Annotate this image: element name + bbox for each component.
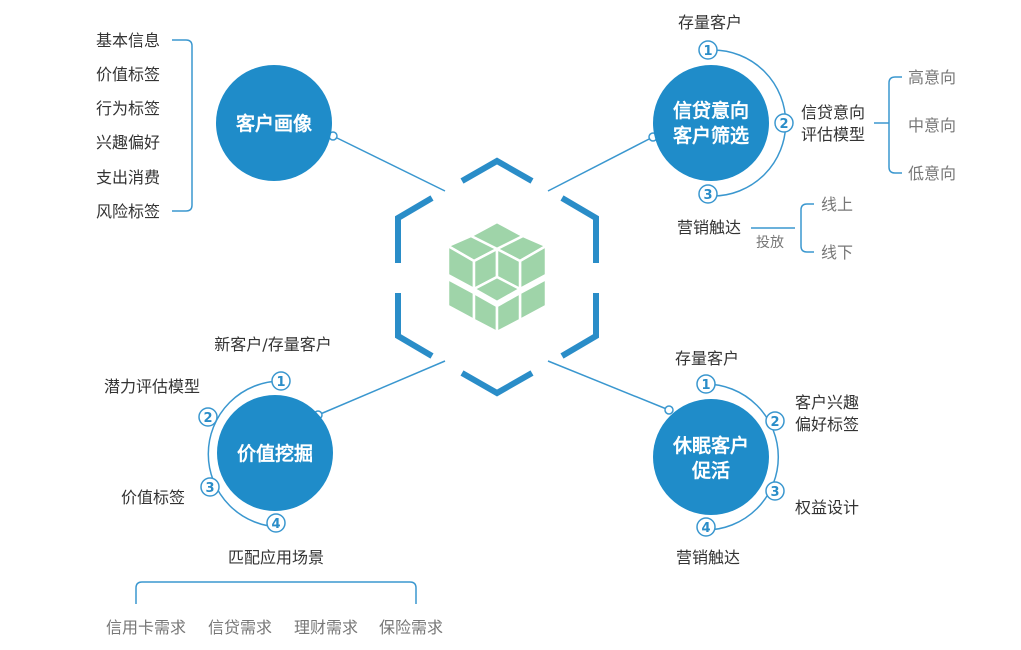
value-step-number: 2 xyxy=(203,411,212,426)
dormant-step-badge xyxy=(765,481,785,501)
dormant-step-label: 存量客户 xyxy=(675,349,739,368)
portrait-item: 行为标签 xyxy=(96,99,160,118)
dormant-step-number: 4 xyxy=(701,521,710,536)
dormant-step-badge xyxy=(765,411,785,431)
credit-step-label-line2: 评估模型 xyxy=(801,125,865,144)
dormant-step-number: 3 xyxy=(770,485,779,500)
dormant-step-number: 1 xyxy=(701,378,710,393)
scenario-item: 信用卡需求 xyxy=(106,618,186,637)
node-dormant-circle xyxy=(653,399,769,515)
node-credit-title-line1: 信贷意向 xyxy=(673,99,749,122)
portrait-items-bracket xyxy=(172,39,193,212)
intent-level: 低意向 xyxy=(908,164,956,183)
node-dormant-title-line2: 促活 xyxy=(691,459,730,482)
value-step-badge xyxy=(271,371,291,391)
hex-edge-bottom xyxy=(460,370,534,397)
value-ring-arc xyxy=(207,380,282,528)
credit-step-label-line1: 信贷意向 xyxy=(801,103,865,122)
node-portrait-circle xyxy=(216,65,332,181)
cube-stack-icon xyxy=(446,220,548,334)
node-portrait: 客户画像 基本信息 价值标签 行为标签 兴趣偏好 支出消费 风险标签 xyxy=(96,31,332,221)
node-dormant: 休眠客户 促活 1 存量客户 2 客户兴趣 偏好标签 3 权益设计 4 营销触达 xyxy=(653,349,859,567)
credit-step-badge xyxy=(774,113,794,133)
intent-levels-bracket xyxy=(888,76,902,174)
dormant-step-label: 权益设计 xyxy=(795,498,859,517)
value-step-label: 匹配应用场景 xyxy=(228,548,324,567)
node-value-circle xyxy=(217,395,333,511)
dormant-step-number: 2 xyxy=(770,415,779,430)
credit-step-label: 营销触达 xyxy=(677,218,741,237)
value-step-number: 4 xyxy=(271,517,280,532)
node-credit-title-line2: 客户筛选 xyxy=(673,124,749,147)
dormant-step-label-line2: 偏好标签 xyxy=(795,415,859,434)
dormant-step-badge xyxy=(696,374,716,394)
credit-step-number: 1 xyxy=(703,44,712,59)
node-dormant-title-line1: 休眠客户 xyxy=(672,434,749,457)
scenario-item: 保险需求 xyxy=(379,618,443,637)
credit-step-badge xyxy=(698,184,718,204)
portrait-item: 兴趣偏好 xyxy=(96,133,160,152)
node-portrait-title: 客户画像 xyxy=(236,112,313,135)
scenarios-bracket xyxy=(135,581,417,604)
node-value: 价值挖掘 1 新客户/存量客户 2 潜力评估模型 3 价值标签 4 匹配应用场景… xyxy=(104,335,443,637)
node-credit: 信贷意向 客户筛选 1 存量客户 2 信贷意向 评估模型 3 营销触达 高意向 … xyxy=(653,13,956,262)
portrait-item: 价值标签 xyxy=(96,65,160,84)
connector-lines xyxy=(313,131,674,420)
channel-bracket xyxy=(800,203,814,253)
connector-credit xyxy=(547,136,654,192)
node-value-title: 价值挖掘 xyxy=(237,442,313,465)
dormant-step-label: 营销触达 xyxy=(676,548,740,567)
value-step-badge xyxy=(198,407,218,427)
connector-dormant xyxy=(547,360,670,411)
connector-dot-dormant xyxy=(664,405,674,415)
value-step-label: 新客户/存量客户 xyxy=(214,335,331,354)
hex-edge-upper-right xyxy=(560,195,599,263)
channel-item: 线上 xyxy=(821,195,853,214)
hex-edge-lower-right xyxy=(560,293,599,359)
channel-item: 线下 xyxy=(821,243,853,262)
credit-step-number: 3 xyxy=(703,188,712,203)
dormant-step-label-line1: 客户兴趣 xyxy=(795,393,859,412)
intent-level: 高意向 xyxy=(908,68,956,87)
credit-step-label: 存量客户 xyxy=(678,13,742,32)
portrait-item: 基本信息 xyxy=(96,31,160,50)
dormant-ring-arc xyxy=(705,383,779,531)
credit-step-number: 2 xyxy=(779,117,788,132)
connector-portrait xyxy=(332,135,446,192)
scenario-item: 理财需求 xyxy=(294,618,358,637)
center-hexagon-frame xyxy=(395,157,599,397)
value-step-label: 价值标签 xyxy=(121,488,185,507)
dormant-step-badge xyxy=(696,517,716,537)
value-step-badge xyxy=(200,477,220,497)
portrait-item: 支出消费 xyxy=(96,168,160,187)
portrait-item: 风险标签 xyxy=(96,202,160,221)
credit-step-badge xyxy=(698,40,718,60)
value-step-number: 3 xyxy=(205,481,214,496)
channel-label: 投放 xyxy=(756,235,784,251)
scenario-item: 信贷需求 xyxy=(208,618,272,637)
connector-value xyxy=(317,360,446,416)
value-step-badge xyxy=(266,513,286,533)
value-step-label: 潜力评估模型 xyxy=(104,377,200,396)
intent-level: 中意向 xyxy=(908,116,956,135)
node-credit-circle xyxy=(653,65,769,181)
hex-edge-top xyxy=(460,157,534,184)
hex-edge-upper-left xyxy=(395,195,434,263)
value-step-number: 1 xyxy=(276,375,285,390)
hex-edge-lower-left xyxy=(395,293,434,359)
